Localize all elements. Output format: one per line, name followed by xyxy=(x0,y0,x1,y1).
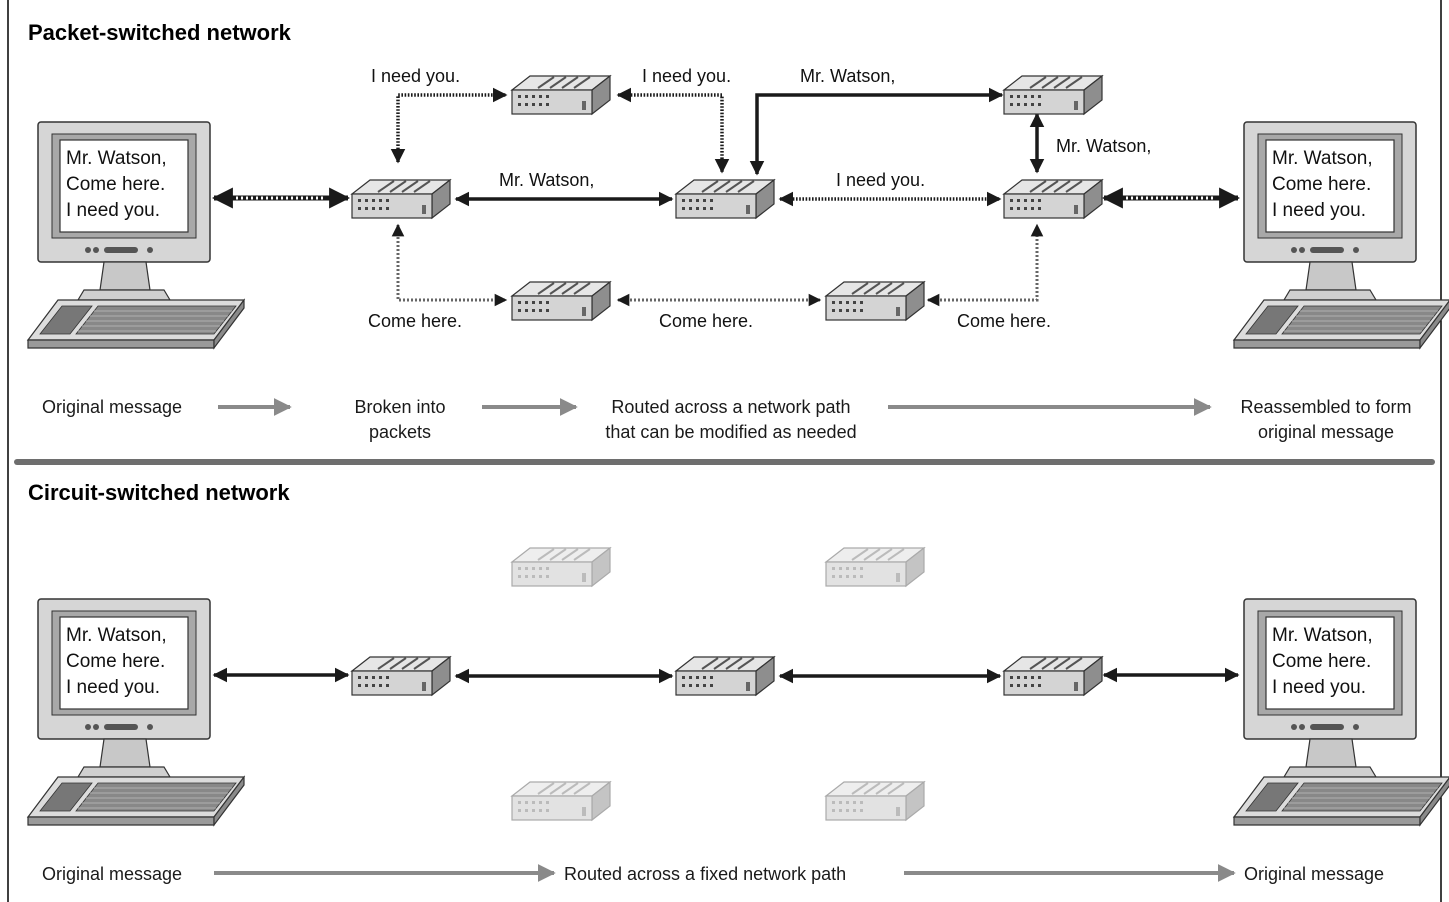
link-top-right-solid xyxy=(749,87,1004,176)
circuit-flow-row: Original message Routed across a fixed n… xyxy=(42,864,1384,884)
screen-line-3: I need you. xyxy=(1272,677,1366,698)
label-i-need-you-top-left: I need you. xyxy=(371,66,460,86)
flow-c-routed: Routed across a fixed network path xyxy=(564,864,846,884)
link-top-mid-dotted xyxy=(616,87,730,174)
screen-line-1: Mr. Watson, xyxy=(1272,148,1373,169)
router-p-top-mid xyxy=(511,75,611,115)
screen-line-1: Mr. Watson, xyxy=(66,148,167,169)
section-divider xyxy=(14,459,1435,465)
flow-reassembled-1: Reassembled to form xyxy=(1240,397,1411,417)
router-p-bottom-right xyxy=(825,281,925,321)
circuit-section-title: Circuit-switched network xyxy=(28,480,290,505)
packet-receiver-computer: Mr. Watson, Come here. I need you. xyxy=(1233,121,1449,349)
packet-flow-row: Original message Broken into packets Rou… xyxy=(42,397,1412,442)
circuit-links xyxy=(212,667,1240,684)
screen-line-3: I need you. xyxy=(66,677,160,698)
label-i-need-you-mid: I need you. xyxy=(836,170,925,190)
router-p-center xyxy=(675,179,775,219)
label-come-here-mid: Come here. xyxy=(659,311,753,331)
screen-line-1: Mr. Watson, xyxy=(66,625,167,646)
router-c-right xyxy=(1003,656,1103,696)
label-mr-watson-right-vertical: Mr. Watson, xyxy=(1056,136,1151,156)
link-bottom-right-dotted xyxy=(926,223,1044,307)
packet-links xyxy=(211,87,1241,307)
screen-line-2: Come here. xyxy=(1272,174,1371,195)
flow-routed-2: that can be modified as needed xyxy=(605,422,856,442)
label-i-need-you-top-mid: I need you. xyxy=(642,66,731,86)
label-mr-watson-mid: Mr. Watson, xyxy=(499,170,594,190)
router-p-bottom-left xyxy=(511,281,611,321)
circuit-receiver-computer: Mr. Watson, Come here. I need you. xyxy=(1233,598,1449,826)
circuit-sender-computer: Mr. Watson, Come here. I need you. xyxy=(27,598,245,826)
screen-line-2: Come here. xyxy=(66,651,165,672)
packet-section-title: Packet-switched network xyxy=(28,20,292,45)
flow-reassembled-2: original message xyxy=(1258,422,1394,442)
router-c-left xyxy=(351,656,451,696)
link-top-left-dotted xyxy=(390,87,508,164)
router-p-top-right xyxy=(1003,75,1103,115)
screen-line-2: Come here. xyxy=(66,174,165,195)
label-mr-watson-top-right: Mr. Watson, xyxy=(800,66,895,86)
flow-c-original-message-end: Original message xyxy=(1244,864,1384,884)
router-c-faded-top-left xyxy=(511,547,611,587)
screen-line-3: I need you. xyxy=(1272,200,1366,221)
label-come-here-left: Come here. xyxy=(368,311,462,331)
screen-line-1: Mr. Watson, xyxy=(1272,625,1373,646)
flow-broken-into-1: Broken into xyxy=(354,397,445,417)
router-c-faded-top-right xyxy=(825,547,925,587)
flow-routed-1: Routed across a network path xyxy=(611,397,850,417)
flow-c-original-message: Original message xyxy=(42,864,182,884)
screen-line-3: I need you. xyxy=(66,200,160,221)
router-p-left xyxy=(351,179,451,219)
router-c-center xyxy=(675,656,775,696)
flow-broken-into-2: packets xyxy=(369,422,431,442)
packet-sender-computer: Mr. Watson, Come here. I need you. xyxy=(27,121,245,349)
router-c-faded-bottom-right xyxy=(825,781,925,821)
router-c-faded-bottom-left xyxy=(511,781,611,821)
flow-original-message: Original message xyxy=(42,397,182,417)
label-come-here-right: Come here. xyxy=(957,311,1051,331)
screen-line-2: Come here. xyxy=(1272,651,1371,672)
router-p-right xyxy=(1003,179,1103,219)
link-bottom-left-dotted xyxy=(391,223,508,307)
